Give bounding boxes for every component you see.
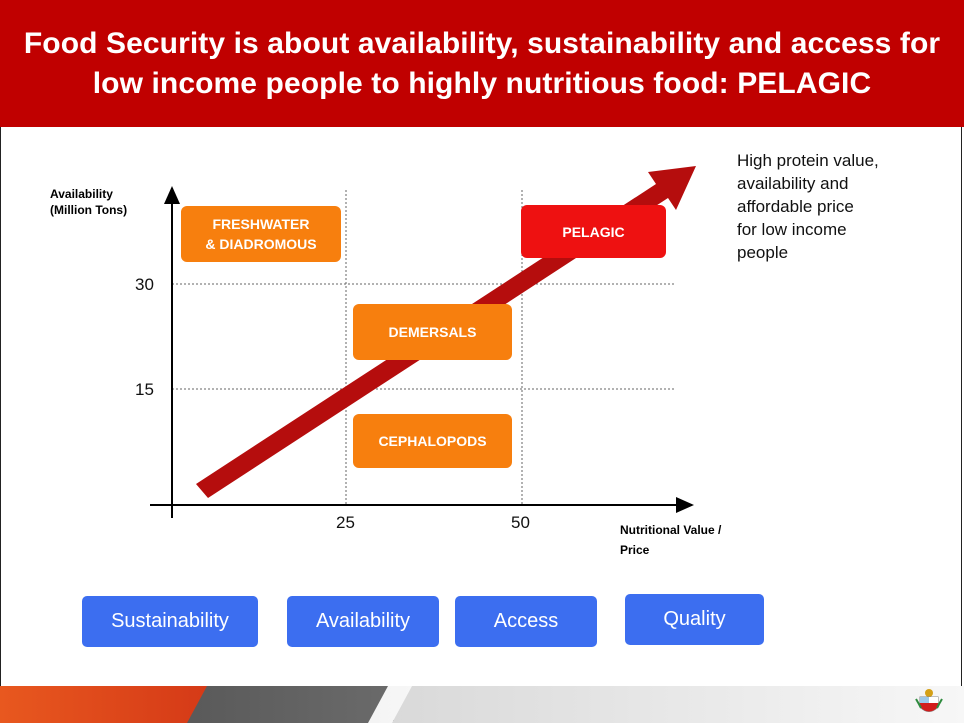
y-axis-label: Availability (Million Tons) [50,187,128,217]
title-bar: Food Security is about availability, sus… [0,0,964,127]
y-tick-30: 30 [135,275,154,294]
pillar-sustainability: Sustainability [82,596,258,647]
category-pelagic: PELAGIC [521,205,666,258]
y-tick-15: 15 [135,380,154,399]
category-cephalopods: CEPHALOPODS [353,414,512,468]
note-text: High protein value, availability and aff… [737,151,879,262]
category-freshwater-diadromous: FRESHWATER & DIADROMOUS [181,206,341,262]
category-demersals: DEMERSALS [353,304,512,360]
footer-band [0,686,964,723]
x-tick-25: 25 [336,513,355,532]
coat-of-arms-icon [915,689,943,712]
x-tick-50: 50 [511,513,530,532]
x-axis-label: Nutritional Value / Price [620,523,722,557]
pillar-access: Access [455,596,597,647]
slide-title: Food Security is about availability, sus… [23,26,941,100]
pillar-quality: Quality [625,594,764,645]
pillar-availability: Availability [287,596,439,647]
